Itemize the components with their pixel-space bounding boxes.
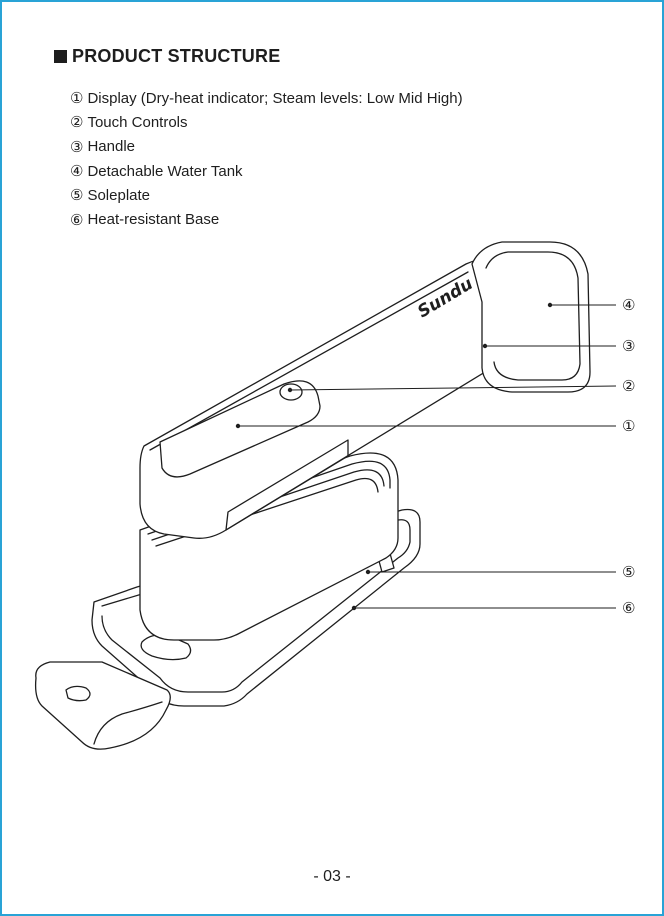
leader-dot-1: [236, 424, 240, 428]
page-number: - 03 -: [2, 868, 662, 886]
leader-dot-5: [366, 570, 370, 574]
callout-label-6: ⑥: [622, 599, 635, 617]
water-tank: [472, 242, 590, 392]
leader-dot-4: [548, 303, 552, 307]
leader-dot-3: [483, 344, 487, 348]
callout-label-1: ①: [622, 417, 635, 435]
leader-dot-2: [288, 388, 292, 392]
strap-slot-icon: [66, 686, 90, 700]
callout-label-2: ②: [622, 377, 635, 395]
leader-dot-6: [352, 606, 356, 610]
callout-label-5: ⑤: [622, 563, 635, 581]
touch-control-button: [280, 384, 302, 400]
callout-label-4: ④: [622, 296, 635, 314]
callout-label-3: ③: [622, 337, 635, 355]
